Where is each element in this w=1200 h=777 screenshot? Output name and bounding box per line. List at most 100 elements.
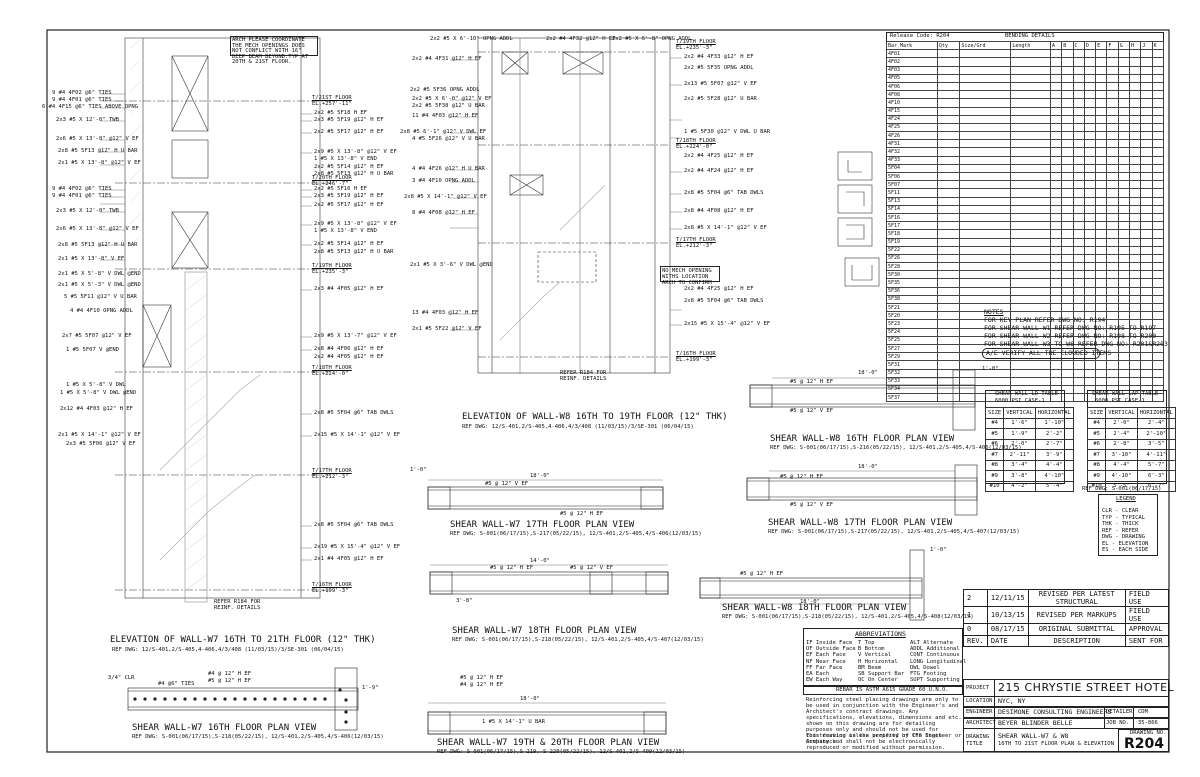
abbrev-item: SB Support Bar <box>858 671 905 678</box>
pc-w7-17-b: #5 @ 12" H EF <box>560 511 604 517</box>
bending-cell <box>1083 221 1097 231</box>
bending-cell <box>1010 237 1051 247</box>
bending-cell <box>1095 376 1108 386</box>
bending-cell <box>1083 114 1097 124</box>
w7-call-12: 2x8 #5 5F13 @12" H U BAR <box>58 242 138 248</box>
bending-cell <box>959 262 1012 272</box>
revision-cell: 08/17/15 <box>986 623 1029 636</box>
bending-cell <box>1117 180 1131 190</box>
bending-cell <box>1061 180 1074 190</box>
bending-cell: 5F23 <box>886 319 938 329</box>
bending-cell <box>1129 98 1142 108</box>
bending-cell <box>1072 180 1085 190</box>
lap-cell: 6'-3" <box>1136 470 1176 482</box>
bending-cell <box>1117 73 1131 83</box>
w8-floor-1-name: T/19TH FLOOR <box>676 39 716 45</box>
bending-cell <box>1151 294 1165 305</box>
bending-cell <box>1010 98 1051 108</box>
bending-cell <box>1140 352 1153 362</box>
bending-cell <box>1151 49 1165 59</box>
bending-cell: 4F06 <box>886 81 938 92</box>
bending-cell <box>1106 171 1119 182</box>
tb-location: NYC, NY <box>998 697 1026 705</box>
bending-cell <box>1151 360 1165 370</box>
tb-drawing-no-label: DRAWING NO. <box>1130 730 1167 736</box>
lap-header-cell: SIZE <box>1086 407 1107 419</box>
bending-cell: 5F06 <box>886 171 938 182</box>
bending-cell <box>1129 90 1142 100</box>
bending-cell <box>1129 139 1142 149</box>
w8-tcall-2: 2x2 #4 4F32 @12" H EF <box>546 36 616 42</box>
bending-cell <box>1106 196 1119 206</box>
bending-cell <box>1151 171 1165 182</box>
bending-cell <box>1117 81 1131 92</box>
bending-cell <box>1151 163 1165 174</box>
bending-cell <box>936 204 961 214</box>
bending-row: 5F31 <box>886 360 1165 370</box>
bending-cell <box>1061 114 1074 124</box>
abbrev-item: CONT Continuous <box>910 652 960 659</box>
bending-cell <box>1072 49 1085 59</box>
bending-cell <box>1095 368 1108 378</box>
bending-cell <box>936 73 961 83</box>
bending-cell <box>1140 122 1153 133</box>
abbrev-item: FTG Footing <box>910 671 947 678</box>
bending-cell: 5F22 <box>886 245 938 255</box>
bending-cell <box>1072 73 1085 83</box>
bending-cell <box>1117 171 1131 182</box>
bending-cell <box>1072 368 1085 378</box>
bending-cell <box>959 147 1012 157</box>
w7-rcall-6: 2x2 #5 5F14 @12" H EF <box>314 164 384 170</box>
w7-call-17: 4 #4 4F10 OPNG ADDL <box>70 308 133 314</box>
abbrev-item: EA Each <box>806 671 830 678</box>
revision-cell: 12/11/15 <box>986 589 1029 607</box>
bending-cell <box>1117 262 1131 272</box>
bending-cell: 5F31 <box>886 360 938 370</box>
w7-floor-2-name: T/20TH FLOOR <box>312 175 352 181</box>
w7-floor-4-el: EL.+224'-0" <box>312 371 349 377</box>
bending-cell: 4F24 <box>886 114 938 124</box>
ld-cell: 1'-9" <box>1003 428 1036 440</box>
bending-cell <box>1072 229 1085 239</box>
bending-cell <box>1061 49 1074 59</box>
bending-cell <box>1140 163 1153 174</box>
bending-cell <box>1095 278 1108 288</box>
bending-cell: 4F31 <box>886 139 938 149</box>
plan-w7-19-title: SHEAR WALL-W7 19TH & 20TH FLOOR PLAN VIE… <box>437 738 660 748</box>
bending-cell <box>1049 139 1063 149</box>
bending-cell <box>1106 90 1119 100</box>
abbrev-item: ADDL Additional <box>910 646 960 653</box>
ld-cell: #9 <box>984 470 1005 482</box>
bending-cell <box>1095 73 1108 83</box>
bending-cell <box>1049 155 1063 165</box>
bending-cell <box>1049 360 1063 370</box>
bending-row: 5F33 <box>886 376 1165 386</box>
bending-cell <box>1129 221 1142 231</box>
w7-rcall-23: 2x1 #4 4F05 @12" H EF <box>314 556 384 562</box>
bending-cell <box>1140 65 1153 75</box>
bending-cell <box>1072 360 1085 370</box>
w7-call-7: 2x1 #5 X 13'-8" @12" V EF <box>58 160 141 166</box>
bending-cell <box>1095 131 1108 141</box>
bending-cell <box>959 278 1012 288</box>
w7-call-4: 2x3 #5 X 12'-0" TWB <box>56 117 119 123</box>
tb-detailer: CDM <box>1138 709 1148 715</box>
bending-cell <box>1106 286 1119 296</box>
bending-cell <box>1106 73 1119 83</box>
bending-row: 5F06 <box>886 171 1165 182</box>
bending-cell <box>1140 81 1153 92</box>
ld-cell: 2'-2" <box>1034 428 1074 440</box>
bending-cell <box>1061 90 1074 100</box>
w7-call-18: 2x7 #5 5F07 @12" V EF <box>62 333 132 339</box>
bending-cell <box>1072 65 1085 75</box>
bending-header-cell: C <box>1072 40 1085 51</box>
w8-call-4: 2x2 #5 5F38 @12" U BAR <box>412 103 485 109</box>
pc-w7-16-a: #4 @ 12" H EF <box>208 671 252 677</box>
bending-cell <box>1010 278 1051 288</box>
bending-cell <box>1106 212 1119 223</box>
bending-cell <box>1151 262 1165 272</box>
bending-cell <box>959 212 1012 223</box>
